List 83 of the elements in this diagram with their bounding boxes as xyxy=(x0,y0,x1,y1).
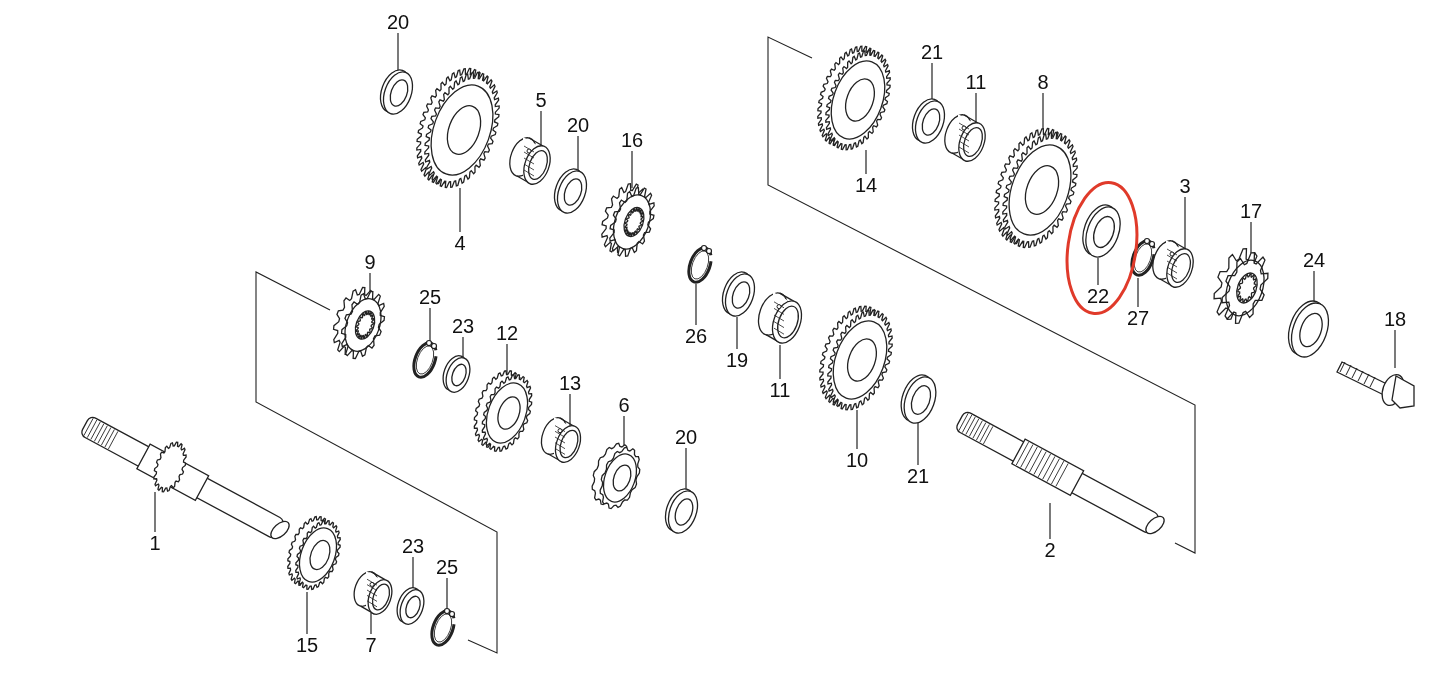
callout-number: 1 xyxy=(148,533,162,553)
gear-drawing xyxy=(591,442,641,510)
washer-drawing xyxy=(664,488,699,534)
washer-drawing xyxy=(1287,300,1330,358)
circlip-drawing xyxy=(430,607,456,647)
callout-number: 9 xyxy=(363,252,377,272)
callout-number: 7 xyxy=(364,635,378,655)
callout-number: 20 xyxy=(565,115,591,135)
callout-number: 15 xyxy=(294,635,320,655)
washer-drawing xyxy=(911,98,946,144)
leader-line xyxy=(306,591,308,635)
leader-line xyxy=(1097,257,1099,286)
washer-drawing xyxy=(721,271,756,317)
gear-drawing xyxy=(332,286,386,360)
leader-line xyxy=(695,283,697,326)
gear-drawing xyxy=(601,182,655,258)
callout-number: 23 xyxy=(400,536,426,556)
callout-number: 13 xyxy=(557,373,583,393)
leader-line xyxy=(1137,277,1139,308)
leader-line xyxy=(154,491,156,533)
callout-number: 21 xyxy=(919,42,945,62)
callout-number: 4 xyxy=(453,233,467,253)
callout-number: 11 xyxy=(964,72,988,92)
washer-drawing xyxy=(379,69,414,115)
callout-number: 10 xyxy=(844,450,870,470)
leader-line xyxy=(865,149,867,175)
callout-number: 27 xyxy=(1125,308,1151,328)
circlip-drawing xyxy=(1130,237,1156,277)
bushing-drawing xyxy=(509,137,551,185)
callout-number: 26 xyxy=(683,326,709,346)
callout-number: 8 xyxy=(1036,72,1050,92)
washer-drawing xyxy=(553,168,588,214)
gear-drawing xyxy=(817,45,891,151)
leader-line xyxy=(370,612,372,635)
shaft-drawing xyxy=(954,409,1165,536)
gear-drawing xyxy=(819,305,893,411)
callout-number: 11 xyxy=(768,380,792,400)
callout-number: 24 xyxy=(1301,250,1327,270)
washer-drawing xyxy=(442,355,471,393)
bushing-drawing xyxy=(1152,240,1194,288)
bushing-drawing xyxy=(944,114,986,162)
callout-number: 21 xyxy=(905,466,931,486)
callout-number: 3 xyxy=(1178,176,1192,196)
leader-line xyxy=(856,409,858,450)
washer-drawing xyxy=(900,374,937,424)
callout-number: 16 xyxy=(619,130,645,150)
washer-drawing xyxy=(396,587,425,625)
callout-number: 20 xyxy=(385,12,411,32)
leader-line xyxy=(369,272,371,293)
callout-number: 18 xyxy=(1382,309,1408,329)
leader-line xyxy=(1394,329,1396,369)
leader-line xyxy=(779,344,781,380)
gear-drawing xyxy=(994,127,1078,249)
leader-line xyxy=(462,336,464,359)
bushing-drawing xyxy=(353,571,393,615)
circlip-drawing xyxy=(687,244,713,284)
washer-drawing xyxy=(1082,204,1121,258)
gear-drawing xyxy=(416,67,500,189)
gear-drawing xyxy=(473,370,533,452)
callout-number: 6 xyxy=(617,395,631,415)
callout-number: 20 xyxy=(673,427,699,447)
callout-number: 25 xyxy=(434,557,460,577)
gear-drawing xyxy=(287,515,341,591)
bolt-drawing xyxy=(1336,361,1415,409)
bushing-drawing xyxy=(540,417,582,463)
bushing-drawing xyxy=(757,292,803,344)
callout-number: 14 xyxy=(853,175,879,195)
callout-number: 12 xyxy=(494,323,520,343)
callout-number: 25 xyxy=(417,287,443,307)
callout-number: 5 xyxy=(534,90,548,110)
callout-number: 19 xyxy=(724,350,750,370)
callout-number: 17 xyxy=(1238,201,1264,221)
leader-line xyxy=(917,422,919,466)
leader-line xyxy=(1250,221,1252,254)
circlip-drawing xyxy=(412,339,438,379)
leader-line xyxy=(736,316,738,350)
leader-line xyxy=(397,32,399,72)
callout-number: 23 xyxy=(450,316,476,336)
callout-number: 22 xyxy=(1085,286,1111,306)
leader-line xyxy=(1049,502,1051,540)
callout-number: 2 xyxy=(1043,540,1057,560)
sprocket-drawing xyxy=(1213,247,1269,325)
leader-line xyxy=(459,187,461,233)
